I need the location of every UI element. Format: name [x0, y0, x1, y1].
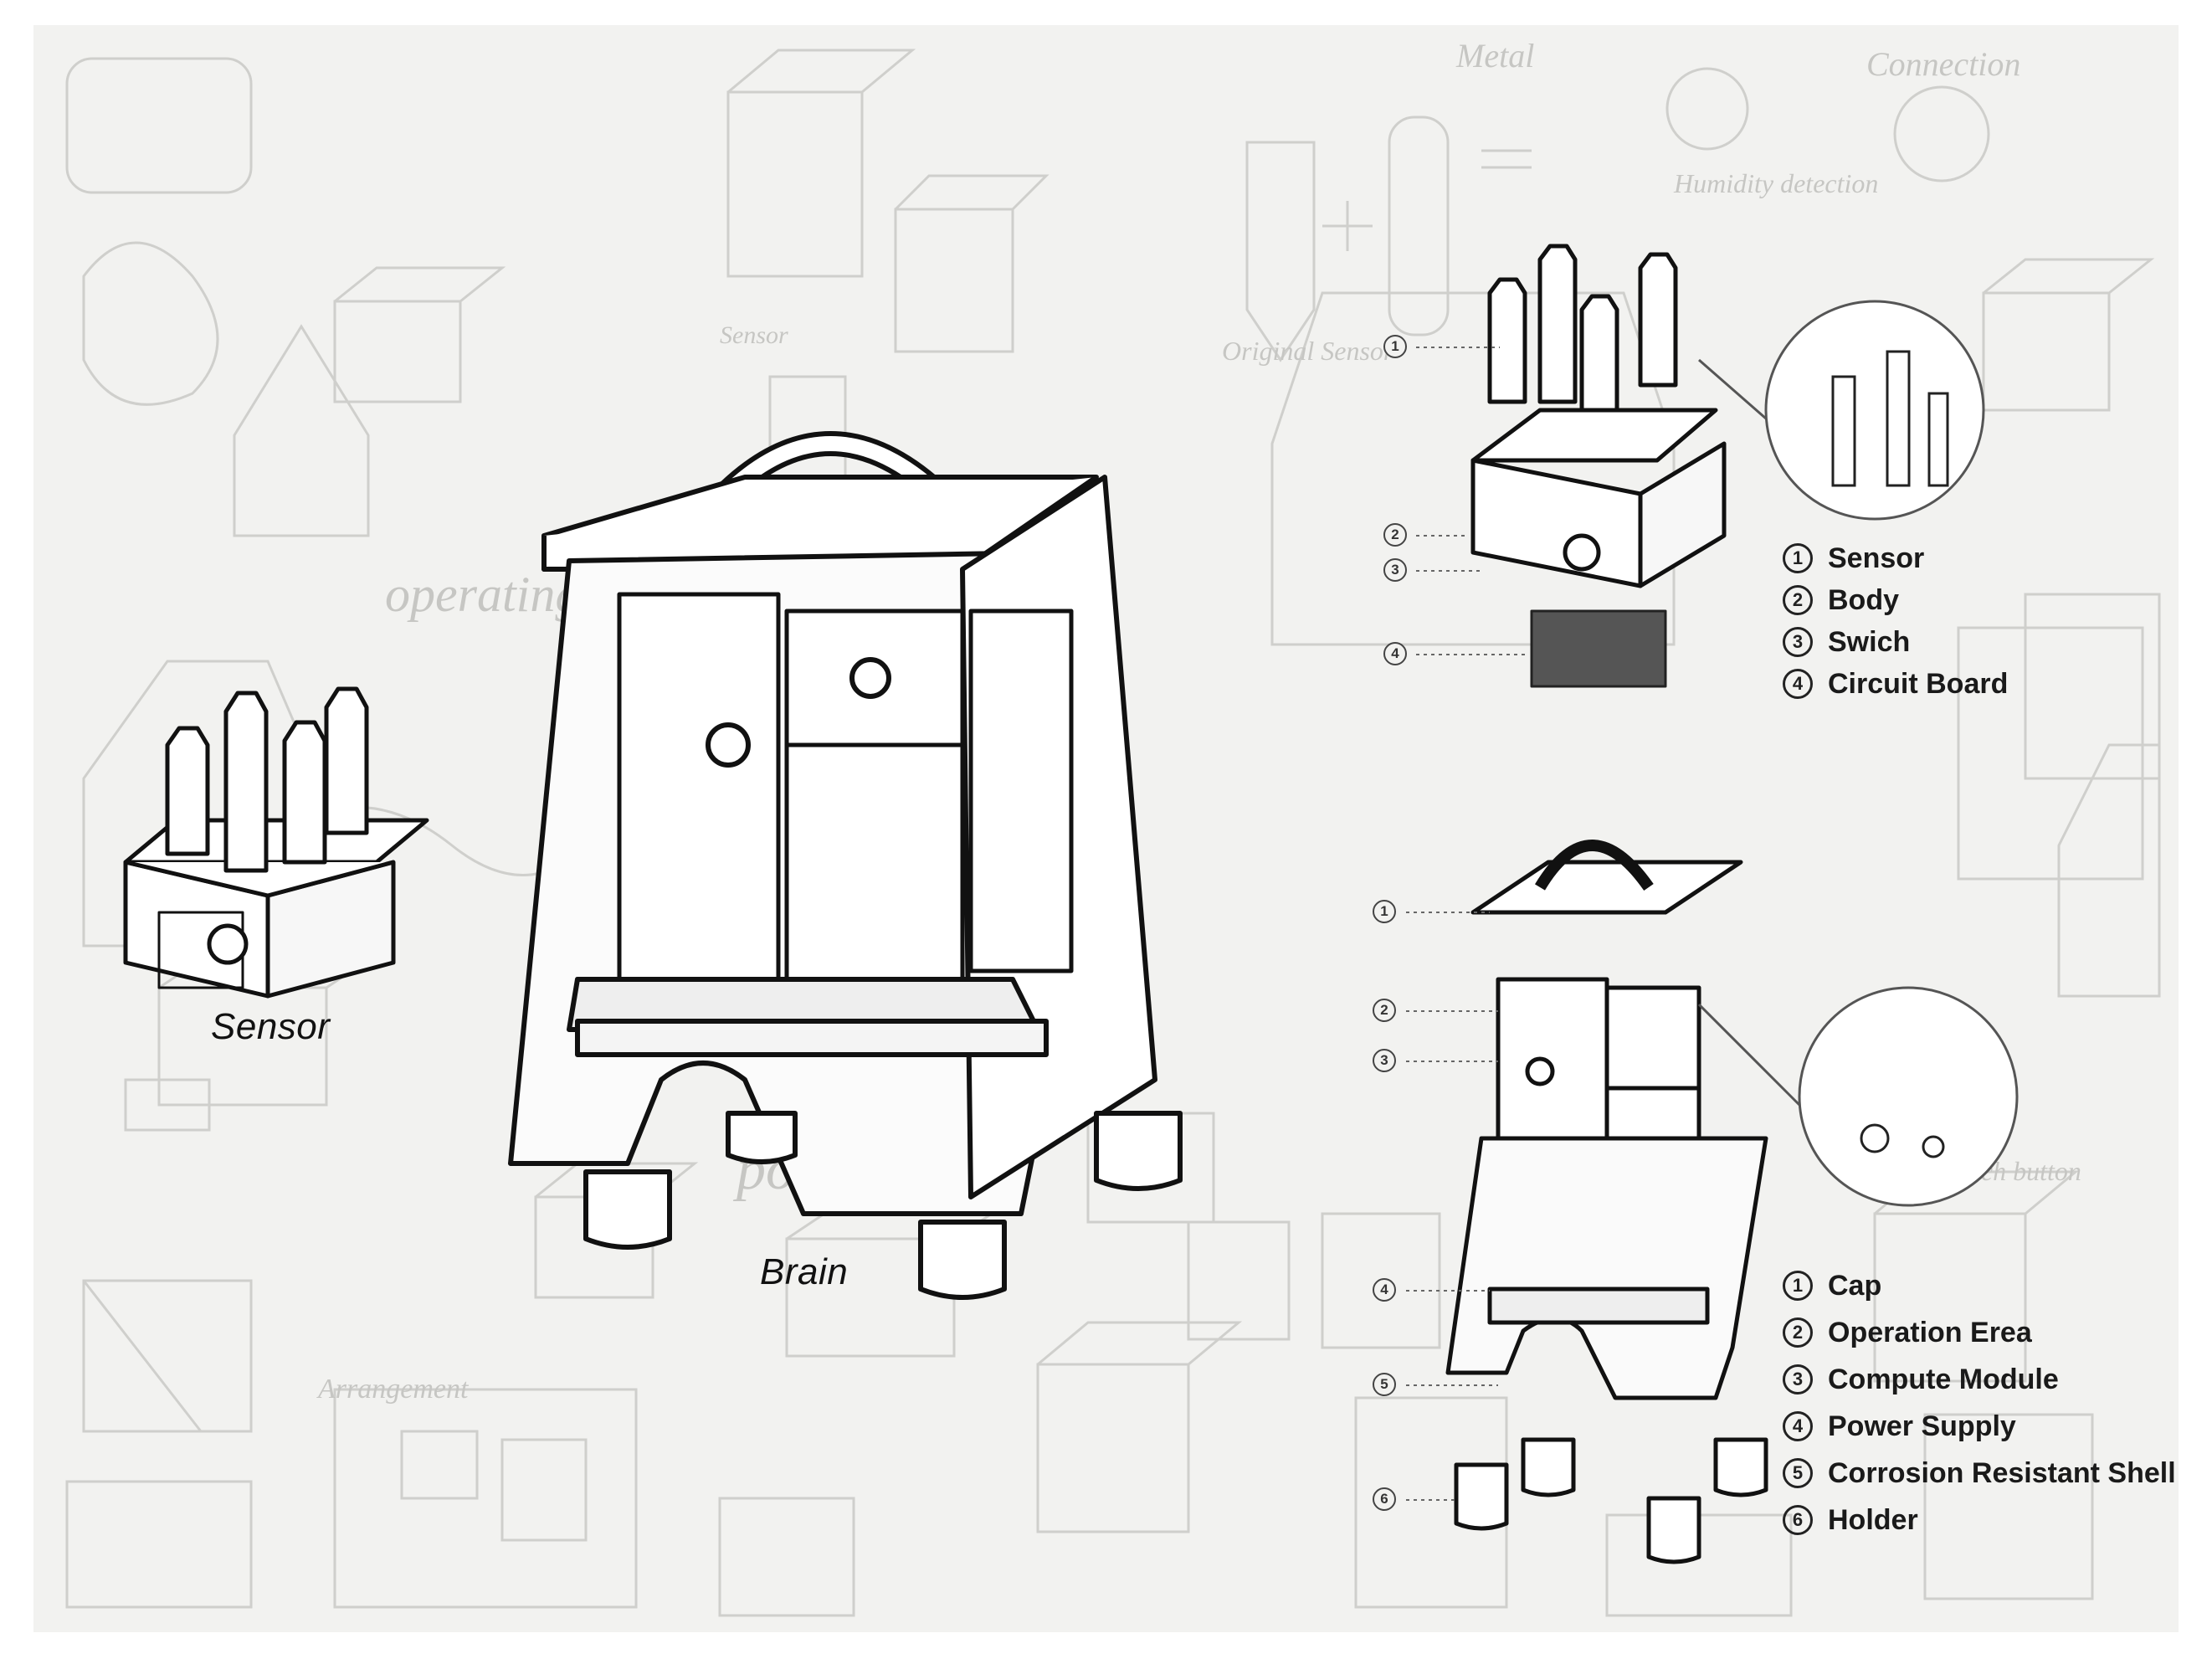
legend-item-sensor: 1 Sensor [1783, 537, 2008, 579]
sensor-exploded-view [1416, 244, 1985, 688]
svg-text:Arrangement: Arrangement [316, 1374, 470, 1405]
sketch-sheet: Metal Connection Humidity detection Orig… [33, 25, 2179, 1632]
legend-item-circuit-board: 4 Circuit Board [1783, 663, 2008, 705]
sensor-caption: Sensor [211, 1006, 331, 1047]
sensor-callout-4: 4 [1383, 642, 1407, 665]
brain-illustration [508, 431, 1183, 1300]
legend-label: Sensor [1828, 542, 1925, 574]
brain-caption: Brain [760, 1251, 849, 1292]
legend-item-shell: 5 Corrosion Resistant Shell [1783, 1450, 2176, 1497]
svg-text:Humidity detection: Humidity detection [1673, 168, 1878, 198]
legend-item-body: 2 Body [1783, 579, 2008, 621]
legend-label: Corrosion Resistant Shell [1828, 1456, 2176, 1489]
legend-label: Cap [1828, 1269, 1882, 1302]
brain-callout-1: 1 [1373, 900, 1396, 923]
brain-exploded-view [1406, 840, 2019, 1564]
legend-number: 5 [1783, 1458, 1813, 1488]
legend-item-power-supply: 4 Power Supply [1783, 1403, 2176, 1450]
sensor-illustration [123, 686, 429, 999]
legend-label: Power Supply [1828, 1410, 2016, 1442]
brain-callout-3: 3 [1373, 1049, 1396, 1072]
legend-label: Compute Module [1828, 1363, 2059, 1395]
sensor-callout-1: 1 [1383, 335, 1407, 358]
sensor-callout-2: 2 [1383, 523, 1407, 547]
legend-label: Swich [1828, 625, 1911, 658]
brain-callout-5: 5 [1373, 1373, 1396, 1396]
legend-item-cap: 1 Cap [1783, 1262, 2176, 1309]
legend-number: 2 [1783, 1317, 1813, 1348]
svg-text:Metal: Metal [1455, 37, 1534, 74]
sensor-callout-3: 3 [1383, 558, 1407, 582]
brain-callout-4: 4 [1373, 1278, 1396, 1302]
legend-number: 6 [1783, 1505, 1813, 1535]
legend-item-holder: 6 Holder [1783, 1497, 2176, 1543]
legend-number: 2 [1783, 585, 1813, 615]
legend-number: 4 [1783, 1411, 1813, 1441]
brain-callout-2: 2 [1373, 999, 1396, 1022]
legend-number: 1 [1783, 543, 1813, 573]
legend-label: Body [1828, 583, 1899, 616]
legend-number: 3 [1783, 1364, 1813, 1394]
svg-text:Sensor: Sensor [720, 321, 788, 349]
legend-number: 3 [1783, 627, 1813, 657]
brain-callout-6: 6 [1373, 1487, 1396, 1511]
legend-item-compute-module: 3 Compute Module [1783, 1356, 2176, 1403]
svg-text:Original Sensor: Original Sensor [1222, 336, 1394, 366]
legend-number: 1 [1783, 1271, 1813, 1301]
legend-label: Holder [1828, 1503, 1918, 1536]
sensor-legend: 1 Sensor 2 Body 3 Swich 4 Circuit Board [1783, 537, 2008, 705]
svg-text:Connection: Connection [1866, 45, 2020, 83]
legend-item-switch: 3 Swich [1783, 621, 2008, 663]
legend-label: Operation Erea [1828, 1316, 2032, 1348]
legend-label: Circuit Board [1828, 667, 2009, 700]
brain-legend: 1 Cap 2 Operation Erea 3 Compute Module 4 Po… [1783, 1262, 2176, 1543]
legend-item-operation-area: 2 Operation Erea [1783, 1309, 2176, 1356]
legend-number: 4 [1783, 669, 1813, 699]
